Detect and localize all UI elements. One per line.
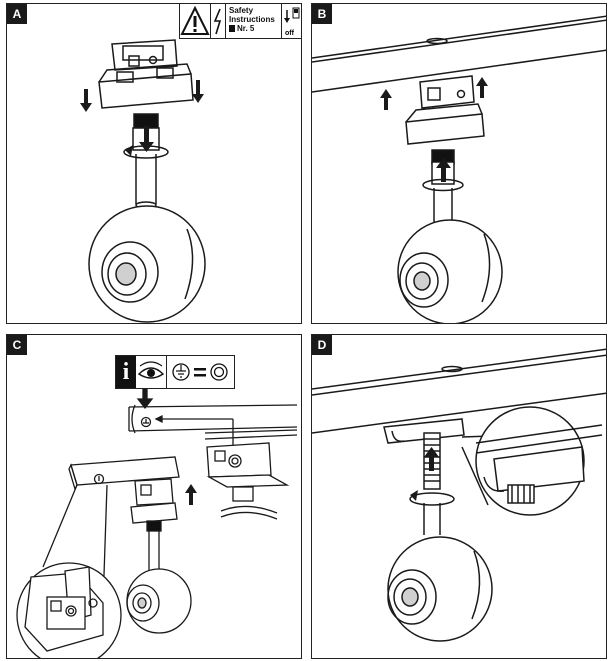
info-box: i xyxy=(115,355,235,389)
safety-line-3: Nr. 5 xyxy=(237,24,255,33)
panel-d: D xyxy=(311,334,607,659)
ground-symbol-icon xyxy=(172,363,190,381)
safety-text: Safety Instructions Nr. 5 xyxy=(226,4,281,38)
equals-icon xyxy=(194,368,206,377)
ground-equals-group xyxy=(167,356,234,388)
panel-label-d: D xyxy=(312,335,332,355)
power-off-icon: off xyxy=(281,4,301,38)
panel-d-drawing xyxy=(312,348,606,642)
panel-b: B xyxy=(311,3,607,324)
safety-line-1: Safety xyxy=(229,6,254,15)
off-label: off xyxy=(285,30,294,37)
panel-b-drawing xyxy=(312,15,606,323)
panel-label-b: B xyxy=(312,4,332,24)
panel-c-drawing xyxy=(16,388,298,658)
lightning-bolt-icon xyxy=(211,4,226,38)
safety-line-2: Instructions xyxy=(229,15,275,24)
ground-contact-icon xyxy=(210,363,228,381)
panel-label-a: A xyxy=(7,4,27,24)
panel-label-c: C xyxy=(7,335,27,355)
safety-instructions-box: Safety Instructions Nr. 5 off xyxy=(179,4,301,39)
warning-triangle-icon xyxy=(180,4,211,38)
panel-c: C i xyxy=(6,334,302,659)
panel-a-drawing xyxy=(80,39,206,323)
eye-icon xyxy=(136,356,167,388)
book-icon xyxy=(229,25,235,32)
info-icon: i xyxy=(116,356,136,388)
panel-a: A Safety Instructions Nr. 5 xyxy=(6,3,302,324)
